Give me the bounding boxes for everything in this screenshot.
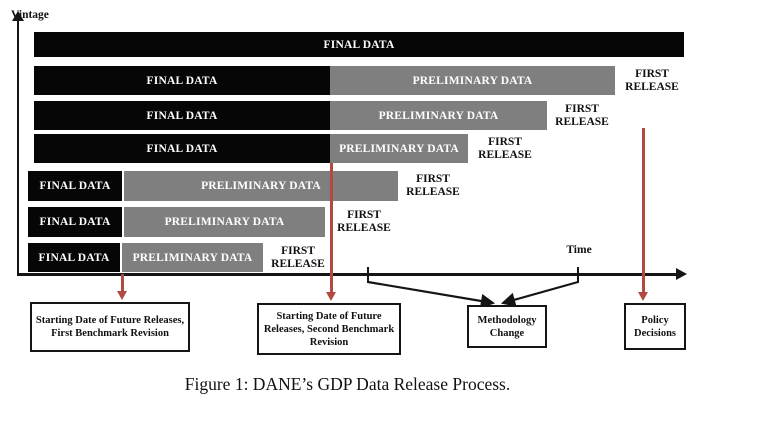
red-arrowhead-icon xyxy=(638,292,648,301)
bar-final-data: FINAL DATA xyxy=(28,171,122,201)
annotation-box-second-benchmark: Starting Date of Future Releases, Second… xyxy=(257,303,401,355)
first-release-label: FIRST RELEASE xyxy=(337,209,391,234)
figure-caption: Figure 1: DANE’s GDP Data Release Proces… xyxy=(184,374,511,394)
first-release-label: FIRST RELEASE xyxy=(478,135,532,161)
bar-final-data: FINAL DATA xyxy=(34,101,330,130)
red-arrow-first-benchmark xyxy=(121,274,124,292)
bar-final-data: FINAL DATA xyxy=(34,66,330,95)
bar-preliminary-data: PRELIMINARY DATA xyxy=(330,66,615,95)
y-axis-line xyxy=(17,20,19,276)
red-arrow-policy-decisions xyxy=(642,128,645,293)
bar-final-data: FINAL DATA xyxy=(28,207,122,237)
x-axis-line xyxy=(17,273,678,276)
red-arrowhead-icon xyxy=(326,292,336,301)
x-axis-tick xyxy=(367,267,369,283)
bar-preliminary-data: PRELIMINARY DATA xyxy=(122,243,263,272)
bar-preliminary-data: PRELIMINARY DATA xyxy=(330,134,468,163)
red-arrowhead-icon xyxy=(117,291,127,300)
first-release-label: FIRST RELEASE xyxy=(625,67,679,93)
methodology-change-arrows xyxy=(367,280,579,309)
annotation-box-first-benchmark: Starting Date of Future Releases, First … xyxy=(30,302,190,352)
bar-final-data: FINAL DATA xyxy=(28,243,120,272)
x-axis-tick xyxy=(577,267,579,283)
bar-preliminary-data: PRELIMINARY DATA xyxy=(330,101,547,130)
first-release-label: FIRST RELEASE xyxy=(555,102,609,128)
annotation-box-policy-decisions: Policy Decisions xyxy=(624,303,686,350)
y-axis-arrowhead-icon xyxy=(12,11,24,21)
bar-preliminary-data: PRELIMINARY DATA xyxy=(124,171,398,201)
first-release-label: FIRST RELEASE xyxy=(406,173,460,198)
annotation-box-methodology-change: Methodology Change xyxy=(467,305,547,348)
first-release-label: FIRST RELEASE xyxy=(271,244,325,270)
bar-preliminary-data: PRELIMINARY DATA xyxy=(124,207,325,237)
bar-final-data: FINAL DATA xyxy=(34,134,330,163)
red-arrow-second-benchmark xyxy=(330,163,333,293)
x-axis-label: Time xyxy=(566,244,592,256)
x-axis-arrowhead-icon xyxy=(676,268,687,280)
bar-final-data: FINAL DATA xyxy=(34,32,684,57)
